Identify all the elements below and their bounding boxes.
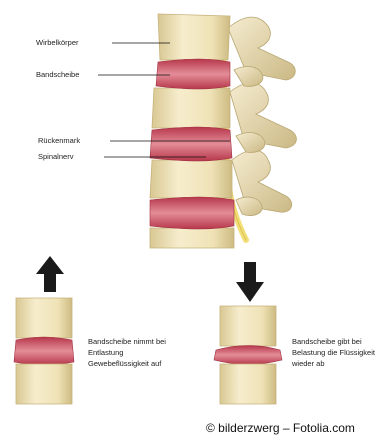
photo-credit: © bilderzwerg – Fotolia.com (206, 421, 355, 435)
label-spinal-nerve: Spinalnerv (38, 152, 73, 161)
down-arrow-icon (236, 262, 264, 302)
relieved-segment (14, 298, 74, 404)
label-vertebral-body: Wirbelkörper (36, 38, 79, 47)
caption-relief: Bandscheibe nimmt bei Entlastung Gewebef… (88, 336, 176, 369)
loaded-segment (214, 306, 282, 404)
up-arrow-icon (36, 256, 64, 292)
caption-load: Bandscheibe gibt bei Belastung die Flüss… (292, 336, 382, 369)
vertebral-processes (228, 17, 296, 215)
intervertebral-discs (150, 59, 234, 229)
label-disc: Bandscheibe (36, 70, 79, 79)
label-spinal-cord: Rückenmark (38, 136, 80, 145)
